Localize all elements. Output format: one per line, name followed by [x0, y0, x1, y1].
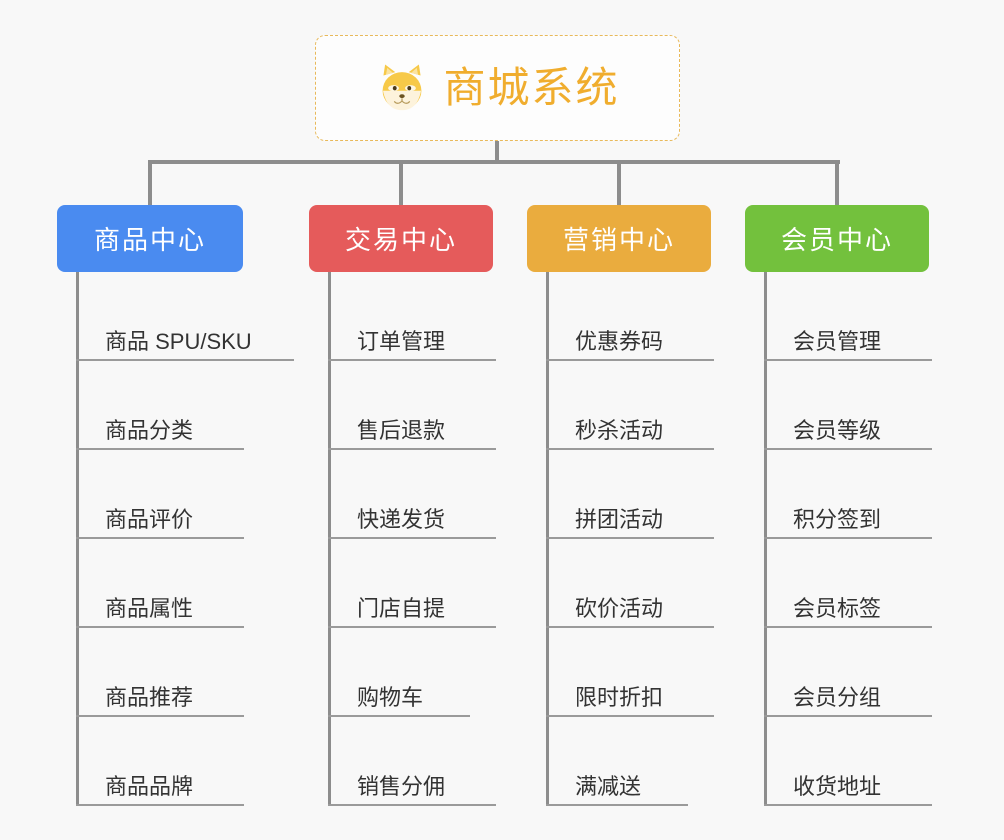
category-label: 商品中心 [93, 225, 206, 255]
category-label: 会员中心 [780, 225, 893, 255]
leaf-item[interactable]: 拼团活动 [546, 450, 714, 539]
leaf-label: 快递发货 [357, 506, 446, 532]
leaf-label: 满减送 [575, 773, 642, 799]
leaf-item[interactable]: 砍价活动 [546, 539, 714, 628]
leaf-label: 商品分类 [105, 417, 194, 443]
shiba-dog-face-icon [375, 62, 429, 116]
leaf-label: 优惠券码 [575, 328, 664, 354]
category-box-member-center[interactable]: 会员中心 [745, 205, 929, 272]
leaf-label: 会员管理 [793, 328, 882, 354]
branch-trade-center: 交易中心 订单管理 售后退款 快递发货 门店自提 购物车 销售分佣 [309, 205, 496, 806]
leaf-item[interactable]: 订单管理 [328, 272, 496, 361]
leaf-item[interactable]: 商品评价 [76, 450, 244, 539]
branch-member-center: 会员中心 会员管理 会员等级 积分签到 会员标签 会员分组 收货地址 [745, 205, 932, 806]
leaf-label: 会员标签 [793, 595, 882, 621]
category-box-product-center[interactable]: 商品中心 [57, 205, 243, 272]
category-box-marketing-center[interactable]: 营销中心 [527, 205, 711, 272]
leaf-item[interactable]: 优惠券码 [546, 272, 714, 361]
leaf-item[interactable]: 商品分类 [76, 361, 244, 450]
leaf-label: 商品属性 [105, 595, 194, 621]
leaf-item[interactable]: 秒杀活动 [546, 361, 714, 450]
leaf-label: 购物车 [357, 684, 424, 710]
leaf-item[interactable]: 商品推荐 [76, 628, 244, 717]
connector-root-stem [495, 141, 499, 163]
leaf-item[interactable]: 商品品牌 [76, 717, 244, 806]
connector-drop-member-center [835, 160, 839, 206]
leaf-item[interactable]: 商品 SPU/SKU [76, 272, 294, 361]
leaf-label: 商品品牌 [105, 773, 194, 799]
leaf-label: 商品 SPU/SKU [105, 328, 252, 354]
root-node[interactable]: 商城系统 [315, 35, 680, 141]
leaf-item[interactable]: 门店自提 [328, 539, 496, 628]
connector-drop-product-center [148, 160, 152, 206]
leaf-item[interactable]: 会员管理 [764, 272, 932, 361]
branch-product-center: 商品中心 商品 SPU/SKU 商品分类 商品评价 商品属性 商品推荐 商品品牌 [57, 205, 294, 806]
leaf-rail [76, 272, 79, 806]
leaf-label: 售后退款 [357, 417, 446, 443]
leaf-label: 商品评价 [105, 506, 194, 532]
leaf-label: 秒杀活动 [575, 417, 664, 443]
leaf-label: 限时折扣 [575, 684, 664, 710]
leaf-label: 拼团活动 [575, 506, 664, 532]
root-title: 商城系统 [443, 64, 620, 111]
leaf-item[interactable]: 快递发货 [328, 450, 496, 539]
leaf-item[interactable]: 会员等级 [764, 361, 932, 450]
leaf-label: 积分签到 [793, 506, 882, 532]
category-label: 交易中心 [344, 225, 457, 255]
leaf-item[interactable]: 商品属性 [76, 539, 244, 628]
connector-drop-trade-center [399, 160, 403, 206]
connector-drop-marketing-center [617, 160, 621, 206]
leaf-label: 门店自提 [357, 595, 446, 621]
leaf-label: 商品推荐 [105, 684, 194, 710]
leaf-item[interactable]: 会员分组 [764, 628, 932, 717]
leaf-item[interactable]: 积分签到 [764, 450, 932, 539]
leaf-label: 收货地址 [793, 773, 882, 799]
leaf-item[interactable]: 销售分佣 [328, 717, 496, 806]
leaf-item[interactable]: 限时折扣 [546, 628, 714, 717]
leaf-label: 销售分佣 [357, 773, 446, 799]
leaf-item[interactable]: 满减送 [546, 717, 688, 806]
category-label: 营销中心 [562, 225, 675, 255]
leaf-label: 会员分组 [793, 684, 882, 710]
leaf-item[interactable]: 会员标签 [764, 539, 932, 628]
connector-horizontal-bus [149, 160, 840, 164]
leaf-label: 砍价活动 [575, 595, 664, 621]
leaf-rail [328, 272, 331, 806]
leaf-item[interactable]: 售后退款 [328, 361, 496, 450]
leaf-item[interactable]: 收货地址 [764, 717, 932, 806]
branch-marketing-center: 营销中心 优惠券码 秒杀活动 拼团活动 砍价活动 限时折扣 满减送 [527, 205, 714, 806]
leaf-item[interactable]: 购物车 [328, 628, 470, 717]
leaf-rail [764, 272, 767, 806]
category-box-trade-center[interactable]: 交易中心 [309, 205, 493, 272]
leaf-label: 会员等级 [793, 417, 882, 443]
leaf-label: 订单管理 [357, 328, 446, 354]
leaf-rail [546, 272, 549, 806]
